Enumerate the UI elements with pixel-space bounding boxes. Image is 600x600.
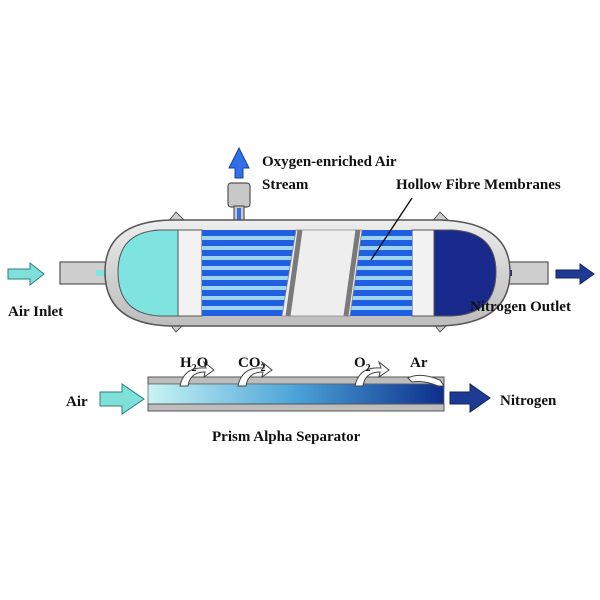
- hollow-fibre: [202, 266, 302, 270]
- ar-label: Ar: [410, 355, 428, 371]
- hollow-fibre: [348, 266, 412, 270]
- separator-label: Prism Alpha Separator: [212, 429, 361, 445]
- fibre-break-edge: [343, 229, 361, 317]
- hollow-fibre: [202, 256, 302, 260]
- o2-sub: 2: [366, 363, 371, 374]
- hollow-fibre-label: Hollow Fibre Membranes: [396, 177, 561, 193]
- o2-permeate-arrow-icon: [354, 360, 390, 387]
- outlet-chamber: [433, 229, 497, 317]
- o2-base: O: [354, 355, 366, 371]
- hollow-fibre: [202, 276, 302, 280]
- inlet-chamber: [117, 229, 179, 317]
- separator-top-wall: [147, 376, 445, 385]
- oxygen-flow-channel: [237, 208, 241, 230]
- h2o-sub: 2: [192, 363, 197, 374]
- separator-bottom-wall: [147, 403, 445, 412]
- oxygen-arrow-icon: [228, 146, 250, 179]
- air-inlet-label: Air Inlet: [8, 304, 63, 320]
- hollow-fibre: [202, 306, 302, 310]
- hollow-fibre: [202, 296, 302, 300]
- nitrogen-outlet-arrow-icon: [555, 263, 595, 285]
- fibre-stripes-left: [202, 236, 302, 310]
- hollow-fibre-pointer: [370, 197, 413, 261]
- outlet-tubesheet: [411, 229, 435, 317]
- fibre-stripes-right: [348, 236, 412, 310]
- hollow-fibre: [348, 246, 412, 250]
- nitrogen-label: Nitrogen: [500, 393, 557, 409]
- separator-channel: [147, 383, 445, 405]
- air-arrow-icon: [99, 383, 145, 415]
- air-label: Air: [66, 394, 88, 410]
- co2-sub: 2: [261, 363, 266, 374]
- oxygen-label-line2: Stream: [262, 177, 309, 193]
- nitrogen-arrow-icon: [449, 383, 491, 413]
- h2o-label: H2O: [180, 355, 208, 374]
- hollow-fibre: [348, 296, 412, 300]
- oxygen-port: [227, 182, 251, 208]
- co2-permeate-arrow-icon: [237, 360, 273, 387]
- hollow-fibre: [348, 236, 412, 240]
- hollow-fibre: [202, 246, 302, 250]
- h2o-permeate-arrow-icon: [179, 360, 215, 387]
- air-inlet-arrow-icon: [7, 261, 45, 287]
- h2o-base: H: [180, 355, 192, 371]
- o2-label: O2: [354, 355, 371, 374]
- inlet-tubesheet: [177, 229, 203, 317]
- hollow-fibre: [348, 276, 412, 280]
- hollow-fibre: [202, 286, 302, 290]
- hollow-fibre: [348, 256, 412, 260]
- oxygen-label-line1: Oxygen-enriched Air: [262, 154, 397, 170]
- nitrogen-outlet-label: Nitrogen Outlet: [470, 299, 571, 315]
- co2-label: CO2: [238, 355, 266, 374]
- co2-base: CO: [238, 355, 261, 371]
- hollow-fibre: [348, 306, 412, 310]
- hollow-fibre: [348, 286, 412, 290]
- ar-permeate-arrow-icon: [407, 374, 445, 387]
- h2o-tail: O: [197, 355, 209, 371]
- fibre-break-edge: [285, 229, 303, 317]
- hollow-fibre: [202, 236, 302, 240]
- fibre-break-band: [281, 229, 363, 317]
